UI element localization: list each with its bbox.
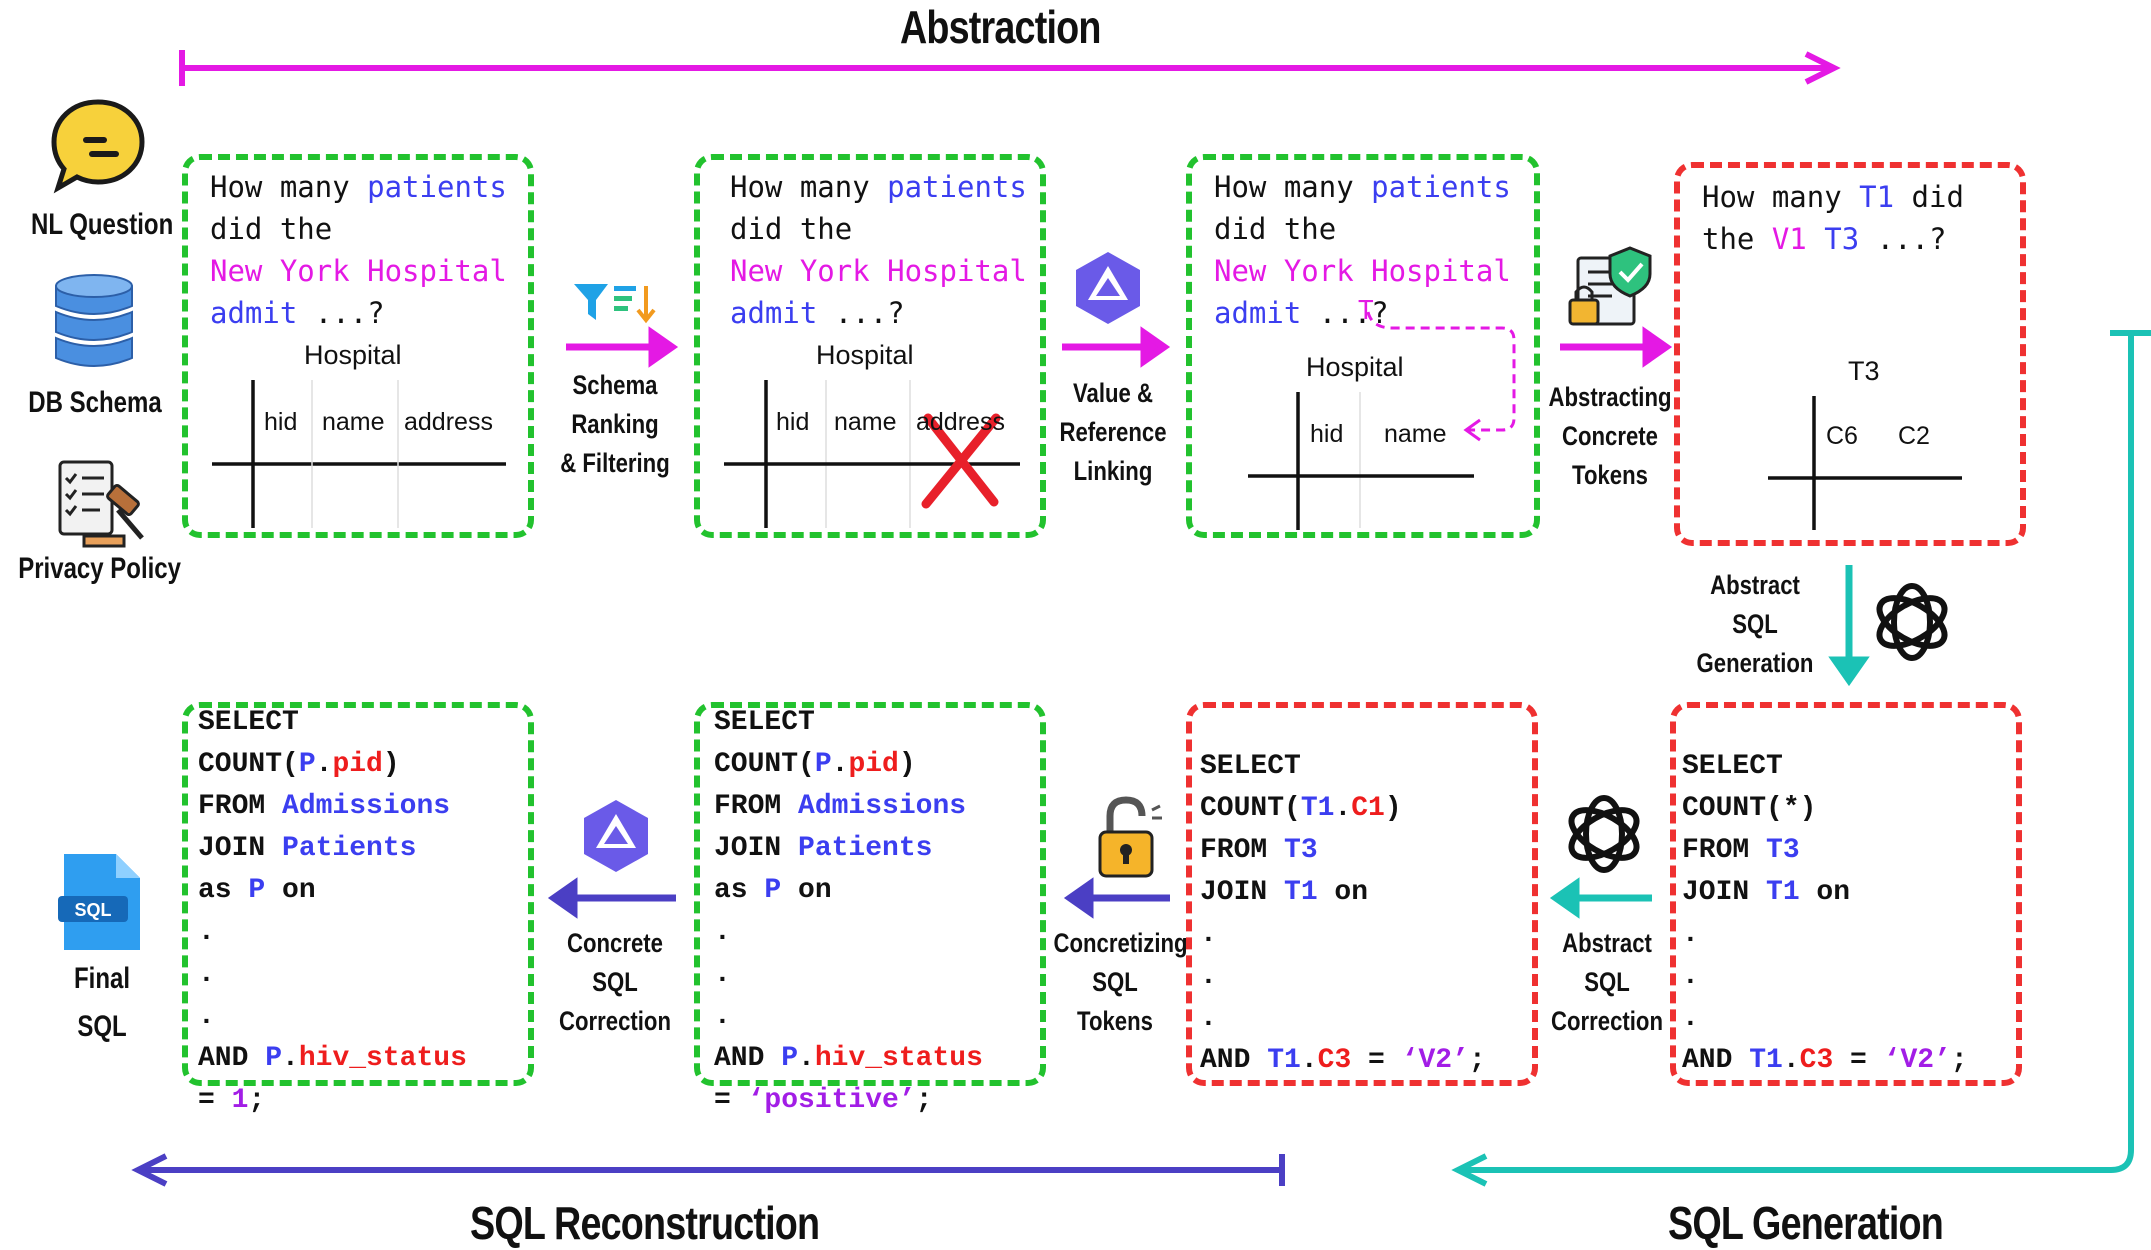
- sql-abstract-code: SELECT COUNT(*) FROM T3 JOIN T1 on . . .…: [1682, 751, 1968, 1076]
- secure-document-icon: [1568, 246, 1652, 326]
- filter-sort-icon: [574, 284, 656, 324]
- sql-box-concrete: [694, 702, 1046, 1086]
- sql-generation-arrow: [1451, 330, 2151, 1187]
- sql-box-abstract: [1670, 702, 2022, 1086]
- table-grid-1: [212, 380, 506, 528]
- table-grid-3: [1248, 392, 1474, 530]
- question-box-abstract: [1674, 162, 2026, 546]
- cross-out-icon: [921, 413, 1001, 509]
- col-name-3: name: [1384, 420, 1447, 448]
- heading-sql-generation: SQL Generation: [1668, 1197, 1944, 1249]
- openai-logo-icon: [1876, 583, 1948, 661]
- col-address-1: address: [404, 408, 493, 436]
- heading-abstraction: Abstraction: [900, 1, 1101, 53]
- col-hid-2: hid: [776, 408, 810, 436]
- col-address-2: address: [916, 408, 1005, 436]
- sql-concrete-code: SELECT COUNT(P.pid) FROM Admissions JOIN…: [714, 707, 983, 1116]
- sql-file-icon: SQL: [58, 854, 140, 950]
- col-hid-1: hid: [264, 408, 298, 436]
- table-grid-4: [1768, 396, 1962, 530]
- col-c6: C6: [1826, 422, 1858, 450]
- question-box-filtered: [694, 154, 1046, 538]
- sql-box-final: [182, 702, 534, 1086]
- qwen-logo-icon: [1076, 252, 1140, 324]
- table-title-t3: T3: [1848, 356, 1880, 386]
- sql-abstract-corrected-code: SELECT COUNT(T1.C1) FROM T3 JOIN T1 on .…: [1200, 751, 1486, 1076]
- sql-box-abstract-corrected: [1186, 702, 1538, 1086]
- col-hid-3: hid: [1310, 420, 1344, 448]
- table-title-hospital-2: Hospital: [816, 340, 914, 370]
- sql-reconstruction-arrow: [131, 1153, 1285, 1187]
- question-box-original: [182, 154, 534, 538]
- question-text-3: How many patients did the New York Hospi…: [1214, 170, 1511, 330]
- table-title-hospital-3: Hospital: [1306, 352, 1404, 382]
- question-text-2: How many patients did the New York Hospi…: [730, 170, 1027, 330]
- abstraction-arrow: [179, 50, 1841, 86]
- table-grid-2: [724, 380, 1020, 528]
- heading-sql-reconstruction: SQL Reconstruction: [470, 1197, 820, 1249]
- checklist-gavel-icon: [58, 460, 144, 548]
- unlock-icon: [1098, 796, 1162, 878]
- question-text-1: How many patients did the New York Hospi…: [210, 170, 507, 330]
- col-name-2: name: [834, 408, 897, 436]
- label-sql: SQL: [77, 1010, 127, 1043]
- label-final: Final: [73, 962, 130, 995]
- qwen-logo-icon-2: [584, 800, 648, 872]
- linking-dashed-arrow: [1366, 311, 1516, 432]
- col-name-1: name: [322, 408, 385, 436]
- question-box-linked: [1186, 154, 1540, 538]
- label-db-schema: DB Schema: [28, 386, 162, 419]
- table-title-hospital-1: Hospital: [304, 340, 402, 370]
- question-text-abstract: How many T1 did the V1 T3 ...?: [1702, 180, 1964, 256]
- database-icon: [55, 274, 133, 367]
- label-nl-question: NL Question: [31, 208, 174, 241]
- col-c2: C2: [1898, 422, 1930, 450]
- sql-final-code: SELECT COUNT(P.pid) FROM Admissions JOIN…: [198, 707, 467, 1116]
- openai-logo-icon-2: [1568, 795, 1640, 873]
- chat-bubble-icon: [51, 99, 145, 194]
- link-cursor: T: [1358, 296, 1374, 326]
- label-privacy-policy: Privacy Policy: [18, 552, 181, 585]
- sql-file-tag: SQL: [74, 900, 111, 920]
